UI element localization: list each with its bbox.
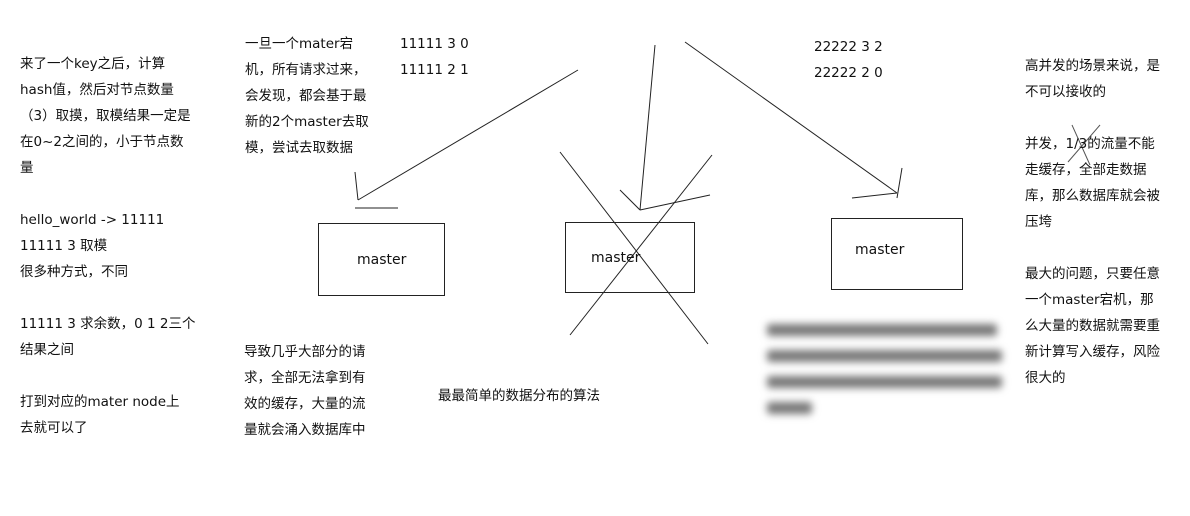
note-traffic: 并发，1/3的流量不能 走缓存，全部走数据 库，那么数据库就会被 压垮 (1025, 136, 1160, 230)
note-hash-mod: 来了一个key之后，计算 hash值，然后对节点数量 （3）取摸，取模结果一定是… (20, 56, 191, 176)
note-route: 打到对应的mater node上 去就可以了 (20, 394, 180, 436)
note-high-concurrency: 高并发的场景来说，是 不可以接收的 (1025, 58, 1160, 100)
master-node-label: master (357, 252, 407, 268)
note-remainder: 11111 3 求余数，0 1 2三个 结果之间 (20, 316, 196, 358)
calc-11111: 11111 3 0 11111 2 1 (400, 36, 469, 78)
calc-22222: 22222 3 2 22222 2 0 (814, 39, 883, 81)
note-example: hello_world -> 11111 11111 3 取模 很多种方式，不同 (20, 212, 165, 280)
master-node-label: master (591, 250, 641, 266)
note-crash: 一旦一个mater宕 机，所有请求过来， 会发现，都会基于最 新的2个maste… (245, 36, 369, 156)
master-node-1: master (318, 223, 445, 296)
master-node-label: master (855, 242, 905, 258)
master-node-2-crashed: master (565, 222, 695, 293)
cross-mark (559, 151, 709, 345)
diagram-caption: 最最简单的数据分布的算法 (438, 388, 600, 404)
master-node-3: master (831, 218, 963, 290)
note-biggest-problem: 最大的问题，只要任意 一个master宕机，那 么大量的数据就需要重 新计算写入… (1025, 266, 1160, 386)
arrow-to-master-1 (357, 69, 579, 201)
note-crash-result: 导致几乎大部分的请 求，全部无法拿到有 效的缓存，大量的流 量就会涌入数据库中 (244, 344, 366, 438)
arrow-to-master-2 (639, 44, 656, 211)
arrow-to-master-3 (684, 41, 898, 194)
